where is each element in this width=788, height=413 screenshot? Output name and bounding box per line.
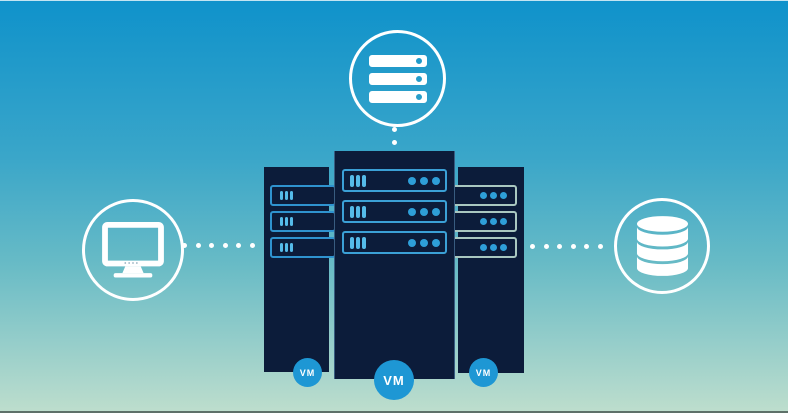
vent-bar	[356, 236, 360, 249]
rack-unit	[452, 185, 517, 206]
vm-badge-center: VM	[374, 360, 414, 400]
vent-bar	[285, 217, 288, 226]
led-dot	[500, 218, 507, 225]
led-dot	[408, 176, 416, 185]
vent-bar	[285, 191, 288, 200]
led-dot	[500, 192, 507, 199]
server-stack-icon	[368, 54, 427, 103]
vent-bar	[350, 205, 354, 218]
led-dot	[420, 176, 428, 185]
vm-badge-label: VM	[299, 367, 316, 378]
database-ring	[614, 198, 710, 294]
vent-bars	[350, 236, 366, 249]
led-dots	[408, 207, 440, 216]
connector-dot	[584, 244, 589, 249]
vent-bars	[350, 174, 366, 187]
led-dot	[490, 192, 497, 199]
connector-dot	[195, 243, 201, 248]
database-icon	[636, 215, 689, 277]
connector-dot	[209, 243, 214, 248]
connector-dot	[249, 243, 255, 248]
connector-storage-to-servers	[392, 127, 397, 145]
vm-badge-left: VM	[293, 358, 322, 387]
vent-bar	[350, 174, 354, 187]
connector-dot	[392, 127, 397, 132]
vent-bars	[280, 217, 293, 226]
led-dot	[408, 238, 416, 247]
connector-dot	[222, 243, 228, 248]
led-dots	[480, 244, 507, 251]
connector-dot	[543, 244, 549, 249]
vent-bars	[280, 191, 293, 200]
rack-unit	[342, 231, 447, 254]
vent-bar	[285, 243, 288, 252]
vent-bar	[280, 191, 283, 200]
rack-unit	[270, 211, 336, 232]
rack-unit	[452, 211, 517, 232]
rack-unit	[342, 200, 447, 223]
led-dots	[480, 192, 507, 199]
storage-ring	[349, 30, 446, 127]
rack-unit	[452, 237, 517, 258]
connector-dot	[557, 244, 562, 249]
vent-bar	[290, 243, 293, 252]
vent-bar	[290, 191, 293, 200]
rack-unit	[270, 237, 336, 258]
vent-bar	[280, 243, 283, 252]
vent-bar	[290, 217, 293, 226]
client-ring	[82, 199, 184, 301]
led-dots	[480, 218, 507, 225]
connector-dot	[530, 244, 535, 249]
vm-badge-right: VM	[469, 358, 498, 387]
screenshot-bottom-edge-artifact	[0, 411, 788, 413]
vent-bars	[280, 243, 293, 252]
vm-badge-label: VM	[475, 367, 492, 378]
connector-client-to-servers	[182, 243, 255, 248]
led-dot	[420, 207, 428, 216]
led-dot	[490, 244, 497, 251]
connector-dot	[570, 244, 576, 249]
vm-badge-label: VM	[383, 372, 405, 388]
vent-bar	[356, 205, 360, 218]
led-dot	[432, 238, 440, 247]
vent-bars	[350, 205, 366, 218]
connector-servers-to-database	[530, 244, 603, 249]
led-dot	[432, 176, 440, 185]
vent-bar	[350, 236, 354, 249]
connector-dot	[182, 243, 187, 248]
led-dot	[432, 207, 440, 216]
led-dot	[408, 207, 416, 216]
vent-bar	[362, 174, 366, 187]
monitor-icon	[102, 222, 164, 278]
led-dots	[408, 176, 440, 185]
vent-bar	[356, 174, 360, 187]
led-dot	[490, 218, 497, 225]
vent-bar	[362, 205, 366, 218]
vent-bar	[362, 236, 366, 249]
led-dot	[480, 244, 487, 251]
connector-dot	[236, 243, 241, 248]
rack-unit	[342, 169, 447, 192]
led-dot	[480, 218, 487, 225]
led-dot	[500, 244, 507, 251]
connector-dot	[392, 140, 397, 145]
led-dots	[408, 238, 440, 247]
rack-unit	[270, 185, 336, 206]
vent-bar	[280, 217, 283, 226]
screenshot-top-edge-artifact	[0, 0, 788, 1]
connector-dot	[597, 244, 603, 249]
led-dot	[480, 192, 487, 199]
led-dot	[420, 238, 428, 247]
